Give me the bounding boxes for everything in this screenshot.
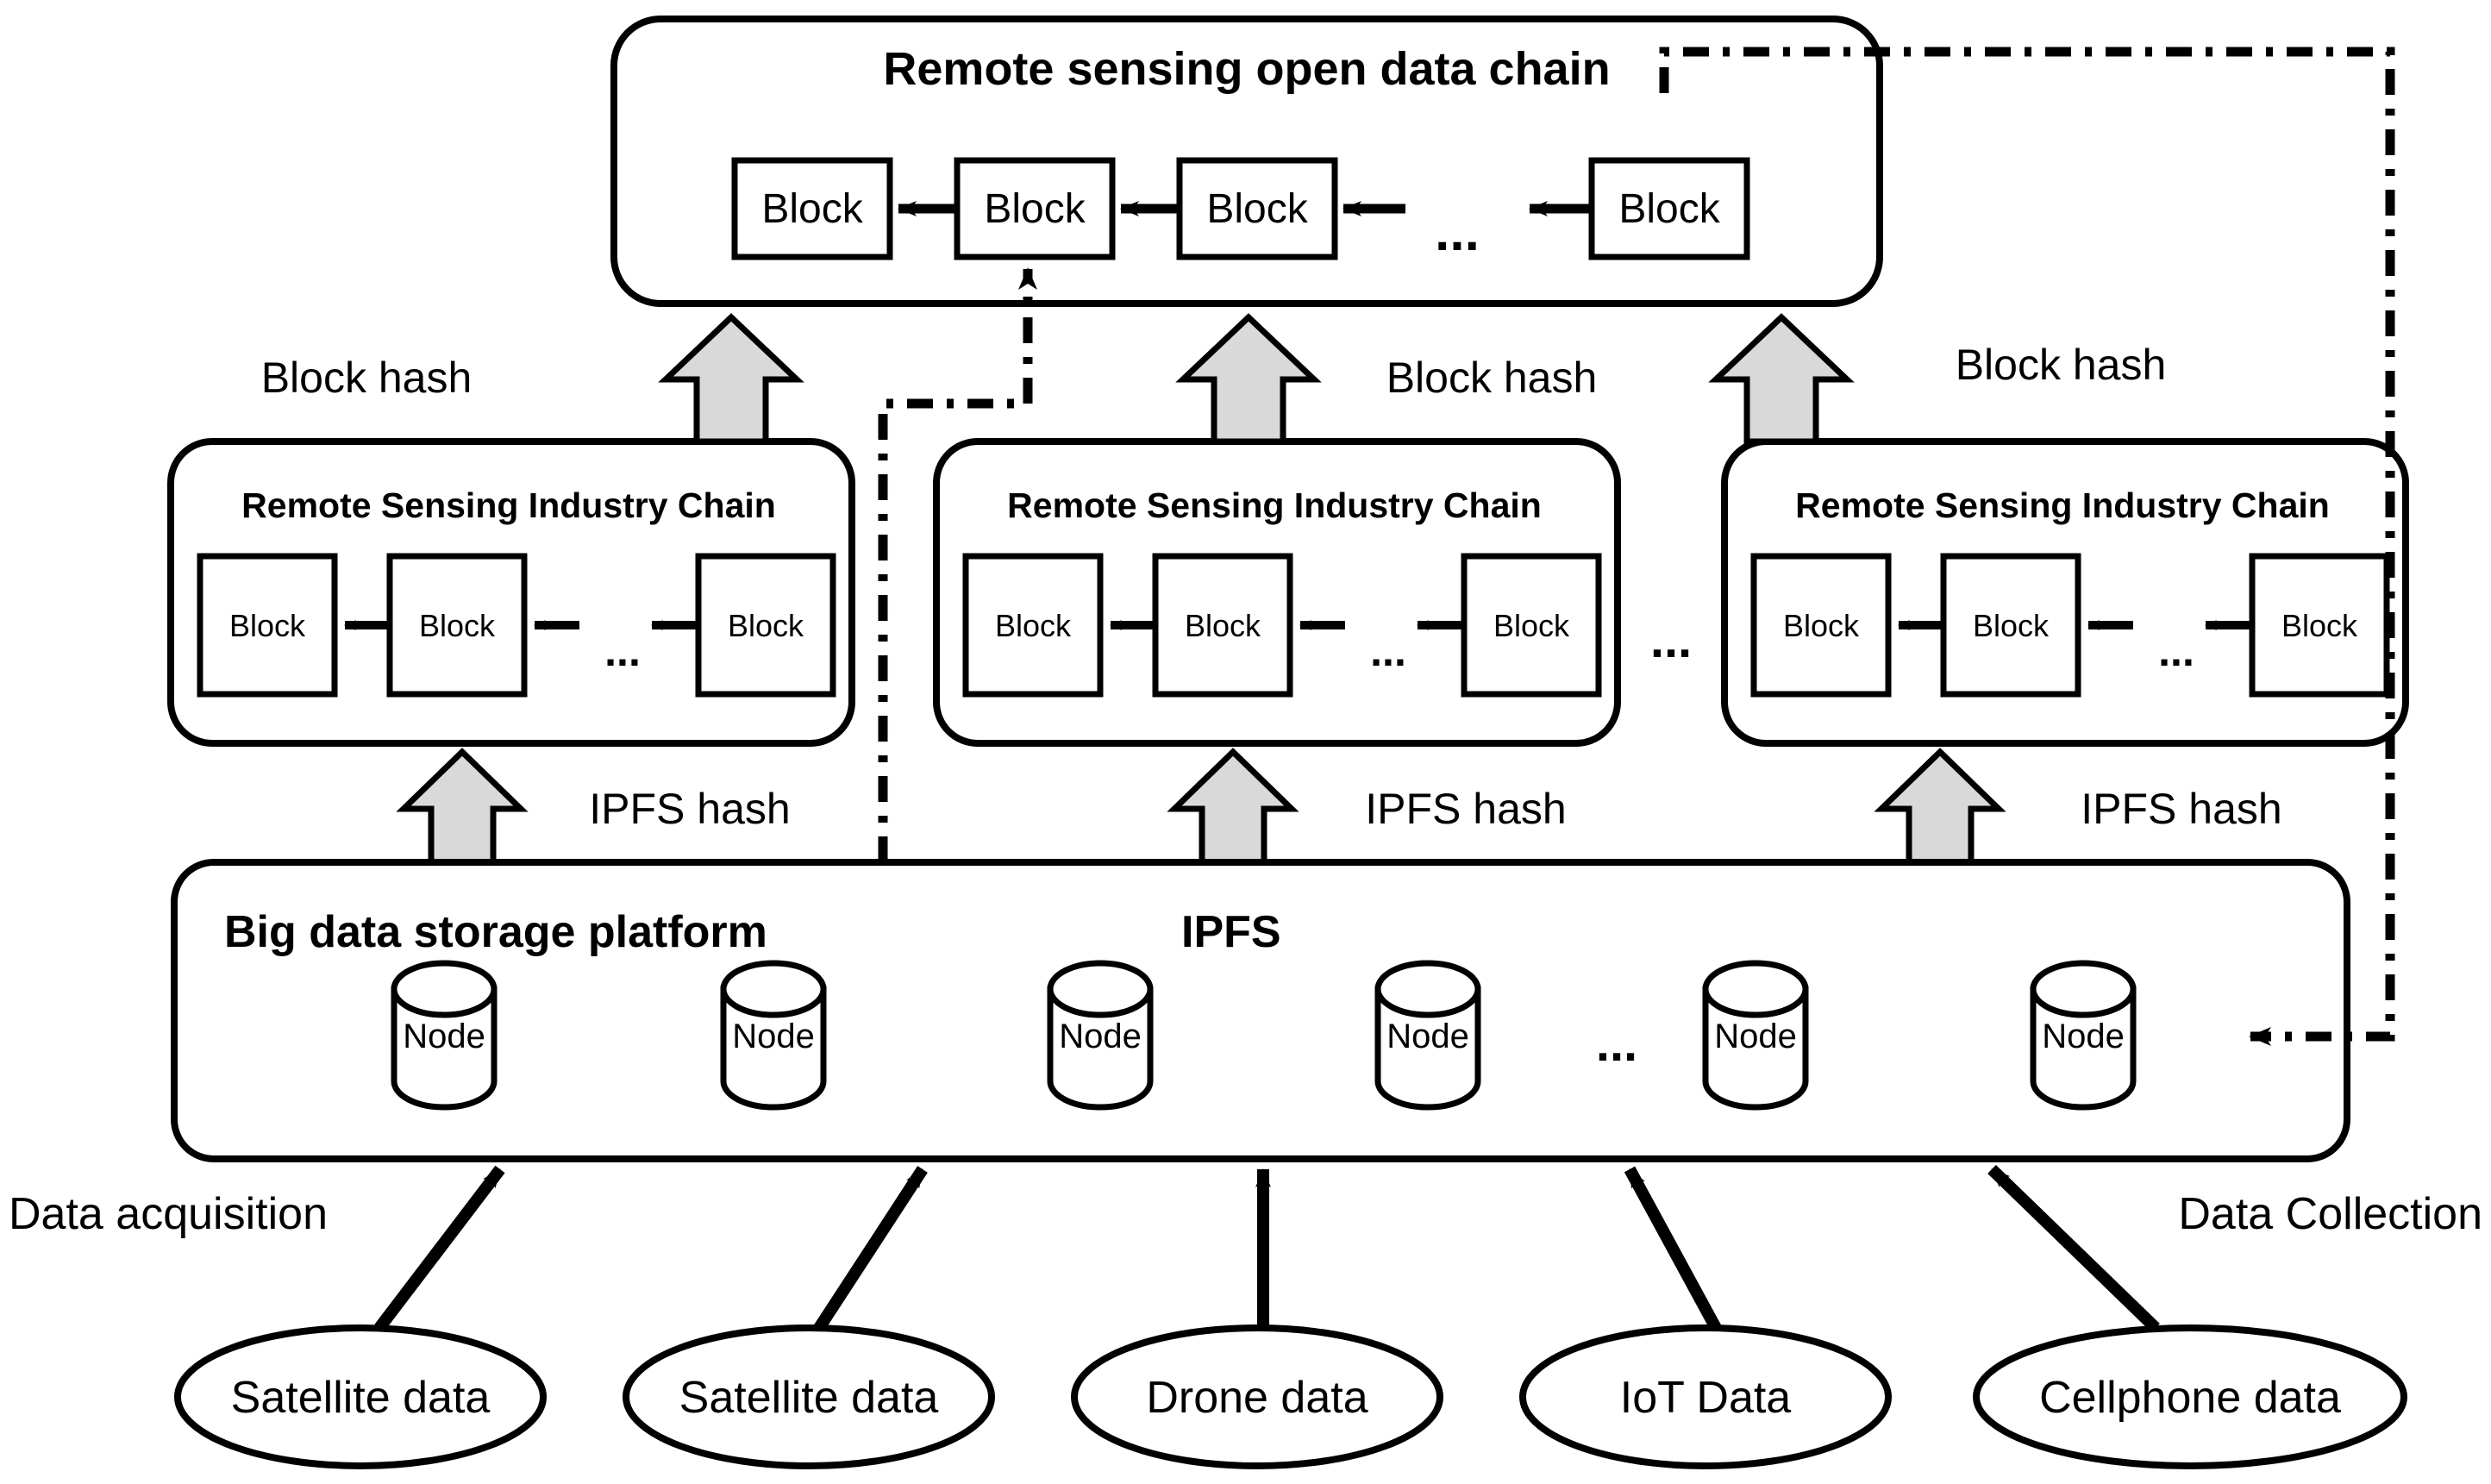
- source-node-satellite-1[interactable]: Satellite data: [174, 1324, 547, 1469]
- industry-chain-3-ellipsis: ...: [2158, 627, 2194, 675]
- block-hash-label-3: Block hash: [1956, 341, 2167, 389]
- data-acquisition-label: Data acquisition: [9, 1189, 328, 1239]
- platform-subtitle-ipfs: IPFS: [1181, 907, 1281, 957]
- industry-chain-3-block-3-label: Block: [2281, 608, 2358, 643]
- platform-nodes-ellipsis: ...: [1596, 1016, 1637, 1072]
- block-hash-label-1: Block hash: [261, 354, 473, 402]
- source-node-satellite-1-label: Satellite data: [231, 1373, 491, 1423]
- node-cylinder-1[interactable]: Node: [391, 960, 498, 1111]
- industry-chain-3-title: Remote Sensing Industry Chain: [1795, 485, 2330, 525]
- source-node-iot[interactable]: IoT Data: [1519, 1324, 1892, 1469]
- industry-chain-3-block-2-label: Block: [1973, 608, 2050, 643]
- block-hash-arrow-1: [658, 313, 804, 445]
- source-arrow-2: [814, 1166, 928, 1331]
- open-chain-block-1-label: Block: [761, 186, 863, 232]
- source-node-drone-label: Drone data: [1146, 1373, 1368, 1423]
- block-hash-arrow-2: [1175, 313, 1322, 445]
- node-cylinder-1-label: Node: [403, 1018, 485, 1055]
- ipfs-hash-arrow-3: [1874, 748, 2006, 866]
- source-node-satellite-2[interactable]: Satellite data: [623, 1324, 995, 1469]
- node-cylinder-2-label: Node: [732, 1018, 815, 1055]
- open-chain-ellipsis: ...: [1435, 203, 1480, 262]
- industry-chain-2-block-3-label: Block: [1493, 608, 1570, 643]
- data-collection-label: Data Collection: [2178, 1189, 2482, 1239]
- source-node-iot-label: IoT Data: [1620, 1373, 1792, 1423]
- source-node-satellite-2-label: Satellite data: [679, 1373, 939, 1423]
- industry-chain-2-ellipsis: ...: [1370, 627, 1406, 675]
- node-cylinder-4-label: Node: [1386, 1018, 1469, 1055]
- industry-chain-1-block-1[interactable]: [197, 553, 338, 698]
- feedback-path-right: [1659, 47, 2395, 1046]
- source-node-cellphone[interactable]: Cellphone data: [1973, 1324, 2407, 1469]
- open-chain-block-1[interactable]: [731, 157, 893, 260]
- source-arrow-4: [1624, 1166, 1722, 1331]
- feedback-path-left: [878, 267, 1037, 862]
- industry-chain-2-block-1[interactable]: [962, 553, 1104, 698]
- node-cylinder-6-label: Node: [2042, 1018, 2125, 1055]
- open-data-chain-title: Remote sensing open data chain: [883, 43, 1610, 95]
- node-cylinder-6[interactable]: Node: [2030, 960, 2137, 1111]
- source-node-cellphone-label: Cellphone data: [2039, 1373, 2341, 1423]
- industry-chain-1-block-2-label: Block: [419, 608, 496, 643]
- industry-chain-1-ellipsis: ...: [604, 627, 641, 675]
- industry-chain-1-block-3[interactable]: [695, 553, 836, 698]
- open-chain-block-2-label: Block: [984, 186, 1086, 232]
- block-hash-arrow-3: [1708, 313, 1855, 445]
- industry-chain-1-title: Remote Sensing Industry Chain: [241, 485, 776, 525]
- platform-title: Big data storage platform: [224, 907, 767, 957]
- industry-chains-ellipsis: ...: [1650, 612, 1692, 668]
- node-cylinder-5-label: Node: [1714, 1018, 1797, 1055]
- block-hash-label-2: Block hash: [1386, 354, 1598, 402]
- source-arrow-1: [374, 1165, 505, 1332]
- industry-chain-2-block-2-label: Block: [1185, 608, 1261, 643]
- industry-chain-2-title: Remote Sensing Industry Chain: [1007, 485, 1542, 525]
- ipfs-hash-label-3: IPFS hash: [2081, 785, 2281, 833]
- open-chain-block-4-label: Block: [1618, 186, 1720, 232]
- ipfs-hash-arrow-2: [1167, 748, 1299, 866]
- node-cylinder-5[interactable]: Node: [1702, 960, 1809, 1111]
- source-arrow-5: [1987, 1164, 2160, 1333]
- open-chain-block-2[interactable]: [954, 157, 1116, 260]
- industry-chain-3-block-2[interactable]: [1940, 553, 2081, 698]
- open-chain-block-4[interactable]: [1588, 157, 1750, 260]
- ipfs-hash-label-2: IPFS hash: [1365, 785, 1566, 833]
- open-chain-block-3-label: Block: [1206, 186, 1308, 232]
- node-cylinder-3-label: Node: [1059, 1018, 1142, 1055]
- node-cylinder-2[interactable]: Node: [720, 960, 827, 1111]
- industry-chain-2-block-1-label: Block: [995, 608, 1072, 643]
- industry-chain-1-block-3-label: Block: [728, 608, 804, 643]
- industry-chain-3-block-1[interactable]: [1750, 553, 1892, 698]
- ipfs-hash-arrow-1: [396, 748, 529, 866]
- industry-chain-1-block-1-label: Block: [229, 608, 306, 643]
- node-cylinder-3[interactable]: Node: [1047, 960, 1154, 1111]
- industry-chain-3-block-1-label: Block: [1783, 608, 1860, 643]
- ipfs-hash-label-1: IPFS hash: [589, 785, 790, 833]
- node-cylinder-4[interactable]: Node: [1374, 960, 1481, 1111]
- source-node-drone[interactable]: Drone data: [1071, 1324, 1443, 1469]
